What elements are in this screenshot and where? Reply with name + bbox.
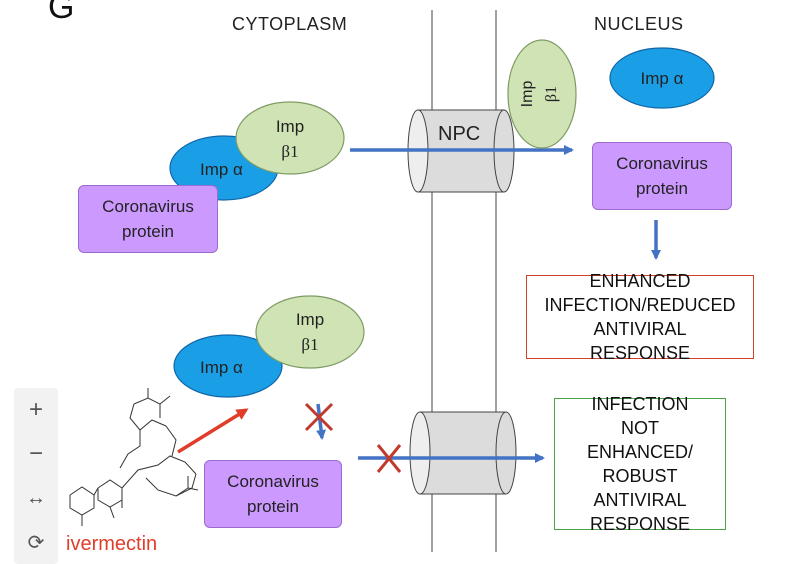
imp-alpha-top-label: Imp α	[200, 160, 243, 179]
imp-beta-nucleus-label-1: Imp	[519, 81, 536, 108]
coronavirus-protein-nucleus: Coronavirus protein	[592, 142, 732, 210]
npc-label: NPC	[438, 123, 480, 145]
imp-alpha-bottom-label: Imp α	[200, 358, 243, 377]
ivermectin-structure	[69, 388, 199, 526]
outcome-box-infection-not-enhanced: INFECTION NOT ENHANCED/ ROBUST ANTIVIRAL…	[554, 394, 726, 534]
fit-width-button[interactable]: ↔	[14, 476, 58, 520]
cytoplasm-label: CYTOPLASM	[232, 14, 348, 34]
zoom-toolbar: + − ↔ ⟳	[14, 388, 58, 564]
imp-beta-nucleus	[507, 39, 577, 149]
imp-beta-top	[235, 101, 345, 175]
imp-alpha-bottom	[173, 334, 283, 398]
imp-alpha-nucleus	[609, 47, 715, 109]
minus-icon: −	[28, 440, 43, 467]
imp-beta-nucleus-label-2: β1	[543, 86, 560, 102]
block-x-binding	[304, 402, 334, 432]
imp-alpha-nucleus-label: Imp α	[641, 69, 684, 88]
panel-letter: G	[48, 0, 75, 26]
npc-pore-bottom	[409, 411, 517, 495]
coronavirus-protein-cytoplasm-bottom: Coronavirus protein	[204, 460, 342, 528]
imp-beta-top-label-1: Imp	[276, 117, 304, 136]
nucleus-label: NUCLEUS	[594, 14, 684, 34]
rotate-icon: ⟳	[27, 531, 45, 554]
blocked-binding-arrow	[316, 403, 327, 440]
block-x-import	[376, 444, 402, 473]
ivermectin-label: ivermectin	[66, 533, 158, 555]
ivermectin-arrow	[177, 408, 249, 454]
imp-beta-top-label-2: β1	[281, 142, 298, 161]
outcome-box-enhanced-infection: ENHANCED INFECTION/REDUCED ANTIVIRAL RES…	[526, 271, 754, 363]
coronavirus-protein-cytoplasm-top: Coronavirus protein	[78, 185, 218, 253]
imp-beta-bottom-label-1: Imp	[296, 310, 324, 329]
zoom-out-button[interactable]: −	[14, 432, 58, 476]
imp-beta-bottom	[255, 295, 365, 369]
reset-view-button[interactable]: ⟳	[14, 520, 58, 564]
imp-beta-bottom-label-2: β1	[301, 335, 318, 354]
plus-icon: +	[28, 396, 43, 423]
zoom-in-button[interactable]: +	[14, 388, 58, 432]
horizontal-arrows-icon: ↔	[26, 486, 46, 509]
